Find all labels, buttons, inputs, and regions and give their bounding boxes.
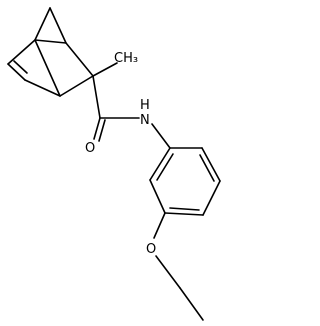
bond-inner-bridge [34, 39, 61, 97]
bond-ch2-to-bridgehead [34, 39, 67, 44]
bond-ring-inner-b [169, 207, 200, 211]
bond-carbonyl-co-double [98, 119, 106, 142]
ether-oxygen-label: O [146, 242, 156, 257]
bond-ethyl [179, 287, 204, 321]
bond-alkene-bridgehead-bottom [24, 79, 61, 97]
bond-quaternary-to-ch2 [65, 42, 94, 77]
bond-ring-inner-c [199, 154, 215, 182]
bond-bridge-left [34, 7, 51, 41]
hydrogen-atom-label: H [140, 98, 150, 113]
bond-alkene-double [13, 60, 28, 74]
molecule-diagram: CH₃ N H O O [7, 7, 221, 321]
bond-methyl [92, 62, 118, 77]
carbonyl-oxygen-label: O [85, 141, 95, 156]
bond-bridgehead-alkene-top [7, 39, 36, 65]
methyl-label: CH₃ [114, 51, 138, 66]
molecule-structure: CH₃ N H O O [7, 7, 221, 321]
bond-alkene [7, 63, 26, 81]
nitrogen-atom-label: N [140, 113, 150, 128]
bond-quaternary-to-carbonyl [92, 75, 101, 119]
bond-bridge-right [49, 7, 67, 44]
bond-ether-oxygen-to-ch2 [155, 255, 181, 289]
bond-ring-4 [202, 180, 221, 216]
bond-ring-5 [201, 147, 221, 182]
bond-ring-to-ether-oxygen [153, 212, 166, 239]
bond-ring-2 [149, 179, 166, 214]
bond-ring-1 [149, 147, 171, 181]
bond-nitrogen-to-ring [151, 123, 171, 149]
bond-ring-inner-a [156, 153, 174, 181]
bond-bridgehead-to-quaternary [59, 75, 94, 97]
bond-ring-3 [164, 212, 204, 216]
bond-carbonyl-co [93, 117, 101, 140]
